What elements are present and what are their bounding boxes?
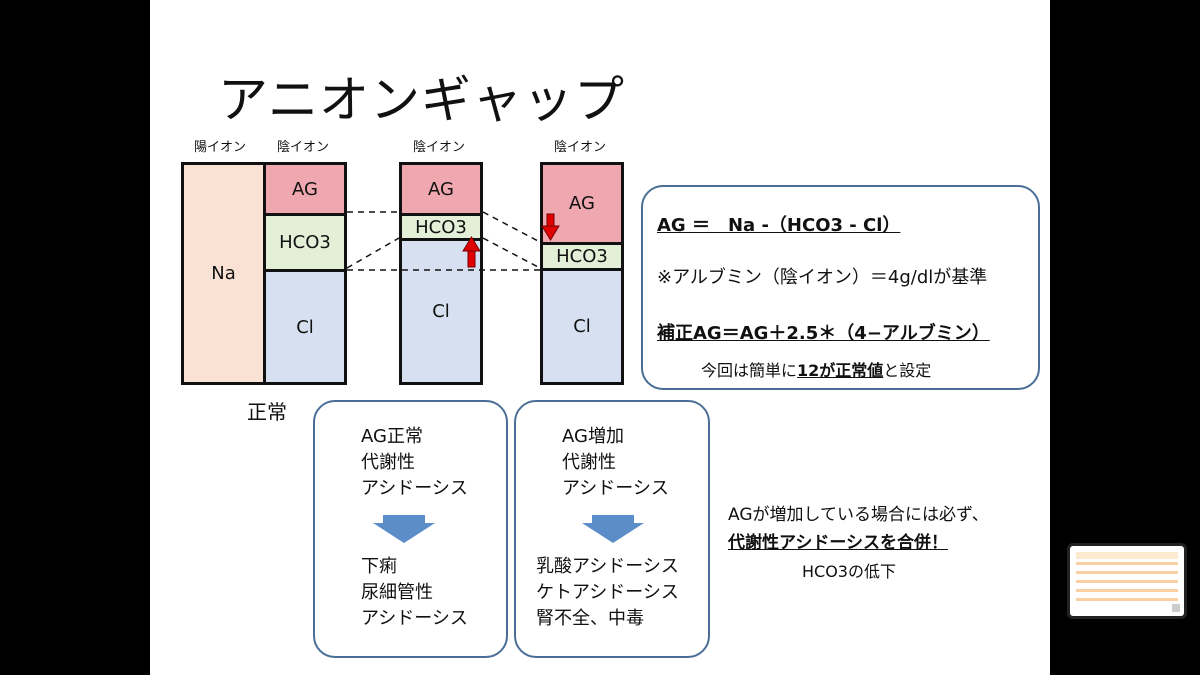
list-item: ケトアシドーシス bbox=[536, 582, 679, 603]
heading-line: アシドーシス bbox=[361, 478, 468, 499]
down-arrow-icon bbox=[373, 515, 435, 543]
thumb-marker bbox=[1172, 604, 1180, 612]
ag-segment: AG bbox=[543, 165, 621, 245]
header-anion-2: 陰イオン bbox=[412, 140, 465, 155]
slide-thumbnail[interactable] bbox=[1067, 543, 1187, 619]
slide: アニオンギャップ 陽イオン 陰イオン 陰イオン 陰イオン Na AG HCO3 … bbox=[150, 0, 1050, 675]
formula-box: AG ＝ Na -（HCO3 - Cl） ※アルブミン（陰イオン）＝4g/dlが… bbox=[641, 185, 1040, 390]
card-heading: AG正常 代謝性 アシドーシス bbox=[361, 424, 468, 502]
note-suffix: と設定 bbox=[883, 361, 932, 380]
card-heading: AG増加 代謝性 アシドーシス bbox=[562, 424, 669, 502]
dash-line bbox=[482, 237, 541, 269]
dash-line bbox=[346, 237, 400, 269]
connector-lines bbox=[346, 211, 560, 271]
note-line-1: AGが増加している場合には必ず、 bbox=[728, 505, 989, 525]
heading-line: 代謝性 bbox=[361, 452, 415, 473]
anion-bar-normal-ag: AG HCO3 Cl bbox=[399, 162, 483, 385]
anion-bar-normal: AG HCO3 Cl bbox=[263, 162, 347, 385]
card-items: 下痢 尿細管性 アシドーシス bbox=[361, 554, 468, 632]
thumb-header bbox=[1076, 552, 1178, 559]
note-emphasis: 12が正常値 bbox=[797, 361, 884, 380]
card-increased-ag: AG増加 代謝性 アシドーシス 乳酸アシドーシス ケトアシドーシス 腎不全、中毒 bbox=[514, 400, 710, 658]
hco3-segment: HCO3 bbox=[543, 245, 621, 271]
na-bar: Na bbox=[181, 162, 266, 385]
note-line-2: 代謝性アシドーシスを合併！ bbox=[728, 533, 948, 553]
cl-segment: Cl bbox=[266, 272, 344, 382]
header-anion-3: 陰イオン bbox=[553, 140, 606, 155]
note-prefix: 今回は簡単に bbox=[701, 361, 798, 380]
corrected-ag-formula: 補正AG＝AG＋2.5＊（4−アルブミン） bbox=[657, 323, 990, 344]
albumin-note: ※アルブミン（陰イオン）＝4g/dlが基準 bbox=[657, 267, 988, 288]
list-item: 下痢 bbox=[361, 556, 397, 577]
slide-title: アニオンギャップ bbox=[218, 71, 625, 129]
down-arrow-icon bbox=[582, 515, 644, 543]
hco3-segment: HCO3 bbox=[402, 216, 480, 241]
list-item: 尿細管性 bbox=[361, 582, 433, 603]
list-item: アシドーシス bbox=[361, 608, 468, 629]
hco3-segment: HCO3 bbox=[266, 216, 344, 272]
normal-value-note: 今回は簡単に12が正常値と設定 bbox=[701, 357, 931, 381]
heading-line: AG増加 bbox=[562, 426, 624, 447]
normal-label: 正常 bbox=[247, 400, 287, 424]
header-anion-1: 陰イオン bbox=[276, 140, 329, 155]
ag-segment: AG bbox=[266, 165, 344, 216]
heading-line: AG正常 bbox=[361, 426, 423, 447]
up-arrow-icon bbox=[462, 236, 481, 268]
card-normal-ag: AG正常 代謝性 アシドーシス 下痢 尿細管性 アシドーシス bbox=[313, 400, 508, 658]
ag-formula: AG ＝ Na -（HCO3 - Cl） bbox=[657, 215, 901, 236]
header-cation: 陽イオン bbox=[193, 140, 246, 155]
heading-line: 代謝性 bbox=[562, 452, 616, 473]
list-item: 腎不全、中毒 bbox=[536, 608, 644, 629]
na-label: Na bbox=[211, 263, 236, 284]
dash-line bbox=[482, 211, 541, 243]
cl-segment: Cl bbox=[402, 241, 480, 382]
heading-line: アシドーシス bbox=[562, 478, 669, 499]
note-line-3: HCO3の低下 bbox=[802, 562, 896, 581]
down-arrow-icon bbox=[541, 213, 560, 241]
card-items: 乳酸アシドーシス ケトアシドーシス 腎不全、中毒 bbox=[536, 554, 679, 632]
list-item: 乳酸アシドーシス bbox=[536, 556, 679, 577]
thumb-table bbox=[1076, 562, 1178, 602]
anion-bar-increased-ag: AG HCO3 Cl bbox=[540, 162, 624, 385]
cl-segment: Cl bbox=[543, 271, 621, 382]
ag-segment: AG bbox=[402, 165, 480, 216]
